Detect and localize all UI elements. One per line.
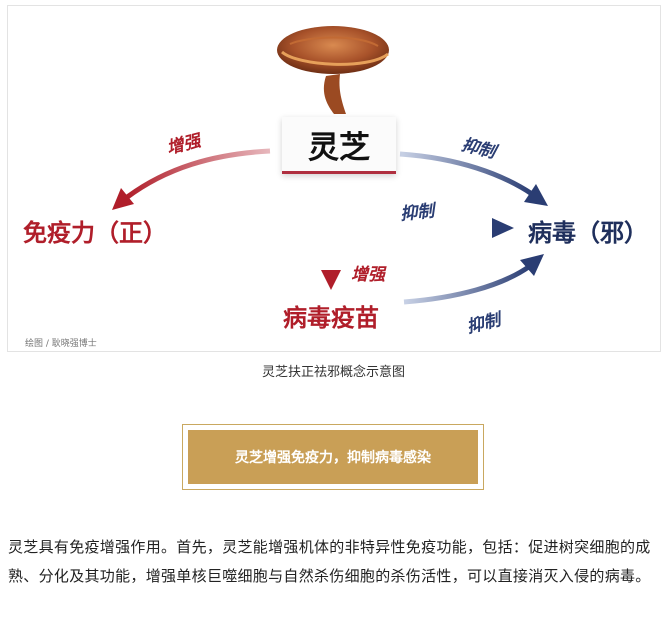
- arrowhead-right-top: [524, 184, 548, 206]
- bottom-node: 病毒疫苗: [283, 304, 379, 332]
- arrow-center-to-right: [399, 151, 534, 197]
- left-node: 免疫力（正）: [23, 219, 167, 247]
- arrowhead-left: [112, 188, 134, 210]
- right-node: 病毒（邪）: [528, 219, 648, 247]
- edge-label-center-bottom: 增强: [351, 265, 385, 285]
- arrowhead-right-mid: [492, 218, 514, 238]
- edge-label-left-right: 抑制: [399, 201, 436, 225]
- section-banner: 灵芝增强免疫力，抑制病毒感染: [182, 424, 484, 490]
- arrow-bottom-to-right: [403, 263, 532, 305]
- concept-diagram: 灵芝 免疫力（正） 病毒（邪） 病毒疫苗 增强 抑制 抑制 增强 抑制 绘图 /…: [7, 5, 661, 352]
- figure-caption: 灵芝扶正祛邪概念示意图: [261, 365, 405, 380]
- arrowhead-right-bottom: [520, 254, 544, 276]
- arrowhead-bottom: [321, 270, 341, 290]
- arrow-center-to-left: [124, 148, 271, 201]
- section-banner-text: 灵芝增强免疫力，抑制病毒感染: [188, 430, 478, 484]
- diagram-arrows: [112, 26, 548, 305]
- center-node: 灵芝: [282, 117, 396, 174]
- lingzhi-mushroom-icon: [277, 26, 389, 114]
- figure-credit: 绘图 / 耿晓强博士: [25, 339, 97, 349]
- body-paragraph: 灵芝具有免疫增强作用。首先，灵芝能增强机体的非特异性免疫功能，包括：促进树突细胞…: [8, 538, 651, 585]
